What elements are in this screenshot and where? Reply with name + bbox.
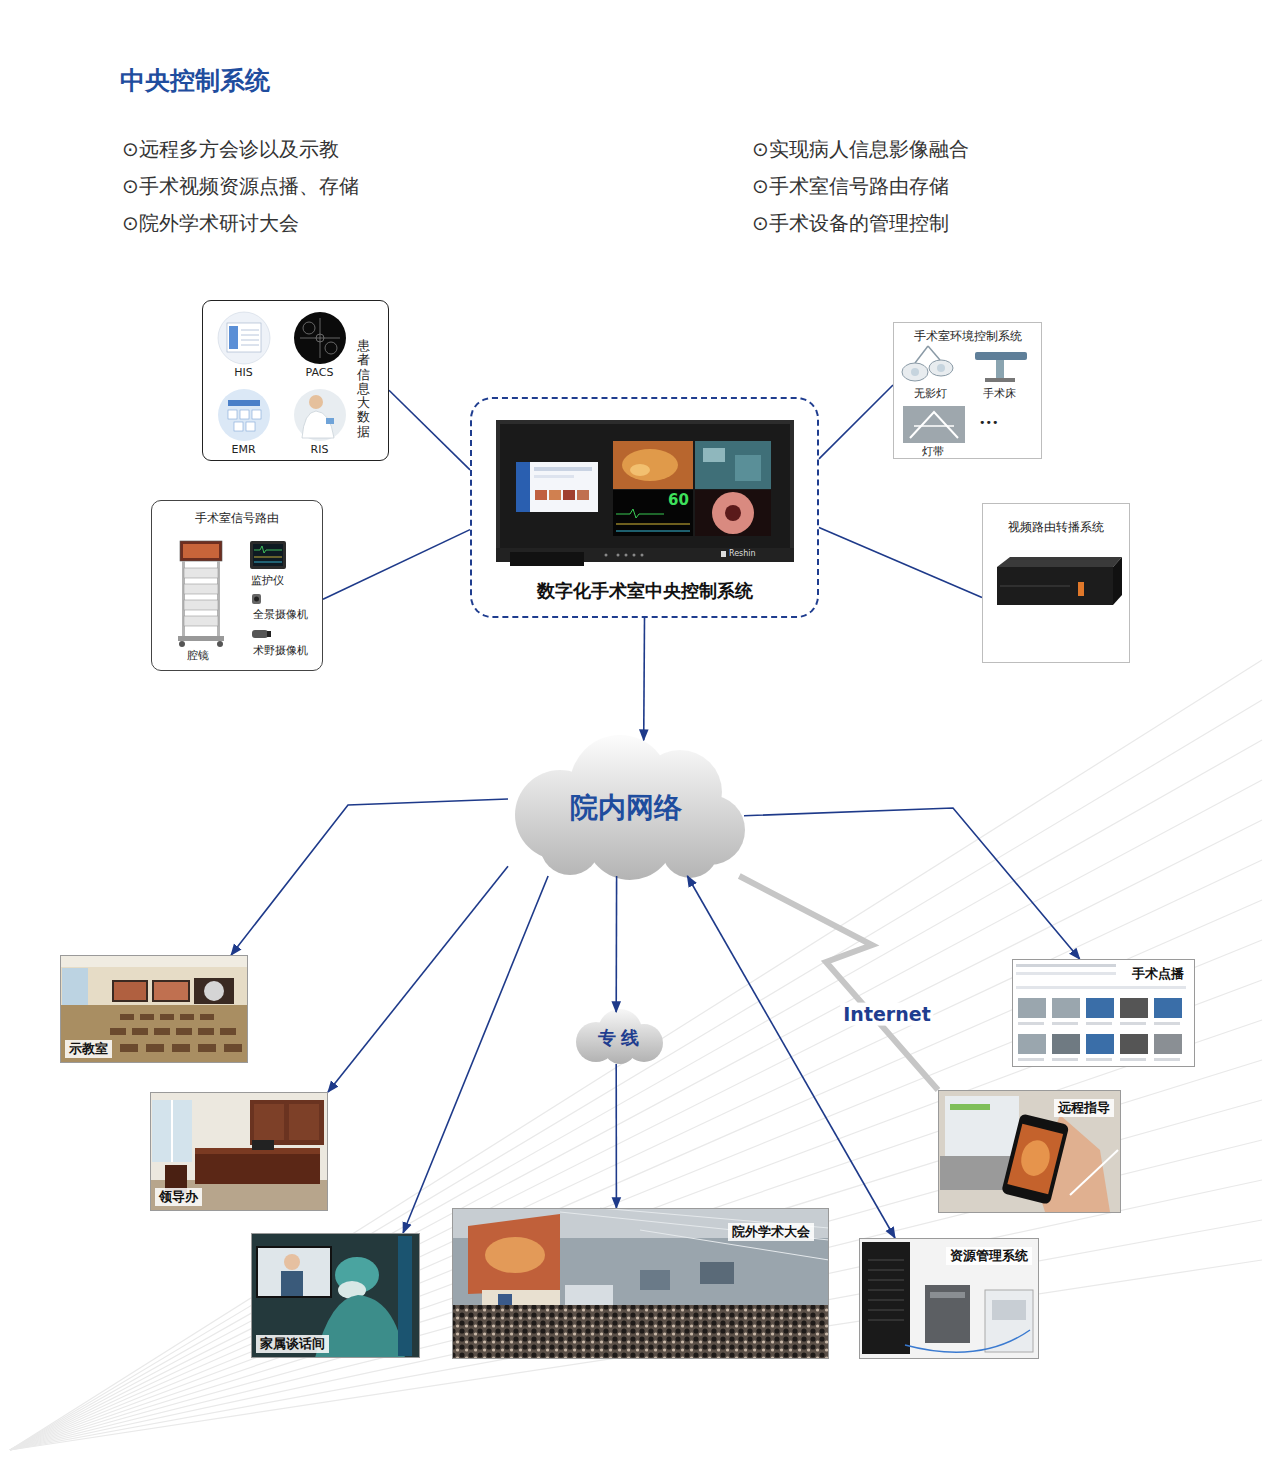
classroom-box: 示教室 xyxy=(60,955,248,1063)
node-label: HIS xyxy=(212,366,276,379)
internet-lightning xyxy=(739,876,938,1090)
signal-routing-box: 手术室信号路由腔镜 监护仪全景摄像机术野摄像机 xyxy=(151,500,323,671)
node-label: 腔镜 xyxy=(168,649,228,662)
feature-item: ⊙远程多方会诊以及示教 xyxy=(122,137,339,161)
video-router-server xyxy=(997,557,1122,605)
video-routing-box: 视频路由转播系统 xyxy=(982,503,1130,663)
camera-item: 术野摄像机 xyxy=(248,628,314,658)
connector-line xyxy=(615,876,617,1012)
table-item: 手术床 xyxy=(967,345,1031,400)
connector-line xyxy=(231,799,508,955)
connector-line xyxy=(819,385,893,459)
light-strip xyxy=(903,406,965,443)
central-control-box: 数字化手术室中央控制系统 xyxy=(470,397,819,618)
page-title: 中央控制系统 xyxy=(120,66,270,96)
emr-item: EMR xyxy=(212,387,276,457)
resource-server-photo xyxy=(859,1238,1039,1359)
node-label: 灯带 xyxy=(900,445,966,458)
private-line-cloud-node: 专线 xyxy=(572,1012,664,1064)
emr-thumbnail xyxy=(218,389,270,441)
data-source-box: 患者信息大数据 HIS PACS EMR RIS xyxy=(202,300,389,461)
node-label: EMR xyxy=(212,443,276,456)
node-label: 全景摄像机 xyxy=(248,608,314,621)
family-room-box: 家属谈话间 xyxy=(251,1233,420,1358)
conference-photo xyxy=(452,1208,829,1359)
node-label: 手术室环境控制系统 xyxy=(894,329,1041,343)
pacs-item: PACS xyxy=(288,310,352,380)
resource-system-box: 资源管理系统 xyxy=(859,1238,1039,1359)
environment-control-box: 手术室环境控制系统无影灯手术床灯带 xyxy=(893,322,1042,459)
node-label: 监护仪 xyxy=(244,574,292,587)
monitor-item: 监护仪 xyxy=(244,537,292,588)
node-label: 领导办 xyxy=(155,1188,202,1206)
feature-item: ⊙实现病人信息影像融合 xyxy=(752,137,969,161)
his-thumbnail xyxy=(218,312,270,364)
connector-line xyxy=(323,530,470,600)
node-label: 手术床 xyxy=(967,387,1031,400)
ris-item: RIS xyxy=(288,387,352,457)
brand-logo: Reshin xyxy=(729,549,756,559)
node-label: RIS xyxy=(288,443,352,456)
feature-item: ⊙院外学术研讨大会 xyxy=(122,211,299,235)
control-monitor xyxy=(496,420,794,566)
connector-line xyxy=(744,808,1080,959)
more-dots: ••• xyxy=(979,416,998,429)
connector-line xyxy=(389,390,470,470)
surgery-vod-screenshot xyxy=(1012,959,1195,1067)
node-label: 术野摄像机 xyxy=(248,644,314,657)
node-label: 家属谈话间 xyxy=(256,1335,329,1353)
conference-box: 院外学术大会 xyxy=(452,1208,829,1359)
connector-line xyxy=(403,876,548,1233)
connector-line xyxy=(687,876,895,1238)
node-label: 资源管理系统 xyxy=(946,1247,1032,1265)
node-label: 患者信息大数据 xyxy=(357,339,370,439)
remote-guidance-box: 远程指导 xyxy=(938,1090,1121,1213)
panoramic-camera xyxy=(252,594,261,604)
patient-monitor xyxy=(250,541,286,569)
node-label: 院内网络 xyxy=(508,791,744,825)
operating-table xyxy=(975,352,1027,382)
office-photo xyxy=(150,1092,328,1211)
node-label: 远程指导 xyxy=(1054,1099,1114,1117)
his-item: HIS xyxy=(212,310,276,380)
background-lines xyxy=(10,660,1262,1450)
feature-item: ⊙手术室信号路由存储 xyxy=(752,174,949,198)
monitor-reading: 60 xyxy=(668,491,689,509)
node-label: 示教室 xyxy=(65,1040,112,1058)
pacs-thumbnail xyxy=(294,312,346,364)
vod-box: 手术点播 xyxy=(1012,959,1195,1067)
office-box: 领导办 xyxy=(150,1092,328,1211)
node-label: 手术点播 xyxy=(1128,965,1188,983)
node-label: 数字化手术室中央控制系统 xyxy=(472,580,817,602)
ris-thumbnail xyxy=(294,389,346,441)
connector-line xyxy=(643,618,645,740)
field-camera xyxy=(252,630,271,638)
feature-item: ⊙手术视频资源点播、存储 xyxy=(122,174,359,198)
endoscope-tower xyxy=(178,541,224,647)
feature-item: ⊙手术设备的管理控制 xyxy=(752,211,949,235)
node-label: 院外学术大会 xyxy=(728,1223,814,1241)
node-label: 视频路由转播系统 xyxy=(983,520,1129,534)
connector-line xyxy=(615,1064,617,1208)
classroom-photo xyxy=(60,955,248,1063)
network-cloud-node: 院内网络 xyxy=(508,736,744,876)
edge-label: Internet xyxy=(840,1003,933,1026)
connector-line xyxy=(328,866,508,1092)
remote-guidance-photo xyxy=(938,1090,1121,1213)
node-label: 无影灯 xyxy=(898,387,962,400)
lamp-item: 无影灯 xyxy=(898,352,962,400)
node-label: PACS xyxy=(288,366,352,379)
family-room-photo xyxy=(251,1233,420,1358)
node-label: 手术室信号路由 xyxy=(152,511,322,525)
endoscope-item: 腔镜 xyxy=(168,537,228,663)
node-label: 专线 xyxy=(572,1027,664,1049)
strip-item: 灯带 xyxy=(900,405,966,458)
surgical-lamp xyxy=(902,346,953,381)
connector-line xyxy=(819,527,982,597)
camera-item: 全景摄像机 xyxy=(248,592,314,622)
